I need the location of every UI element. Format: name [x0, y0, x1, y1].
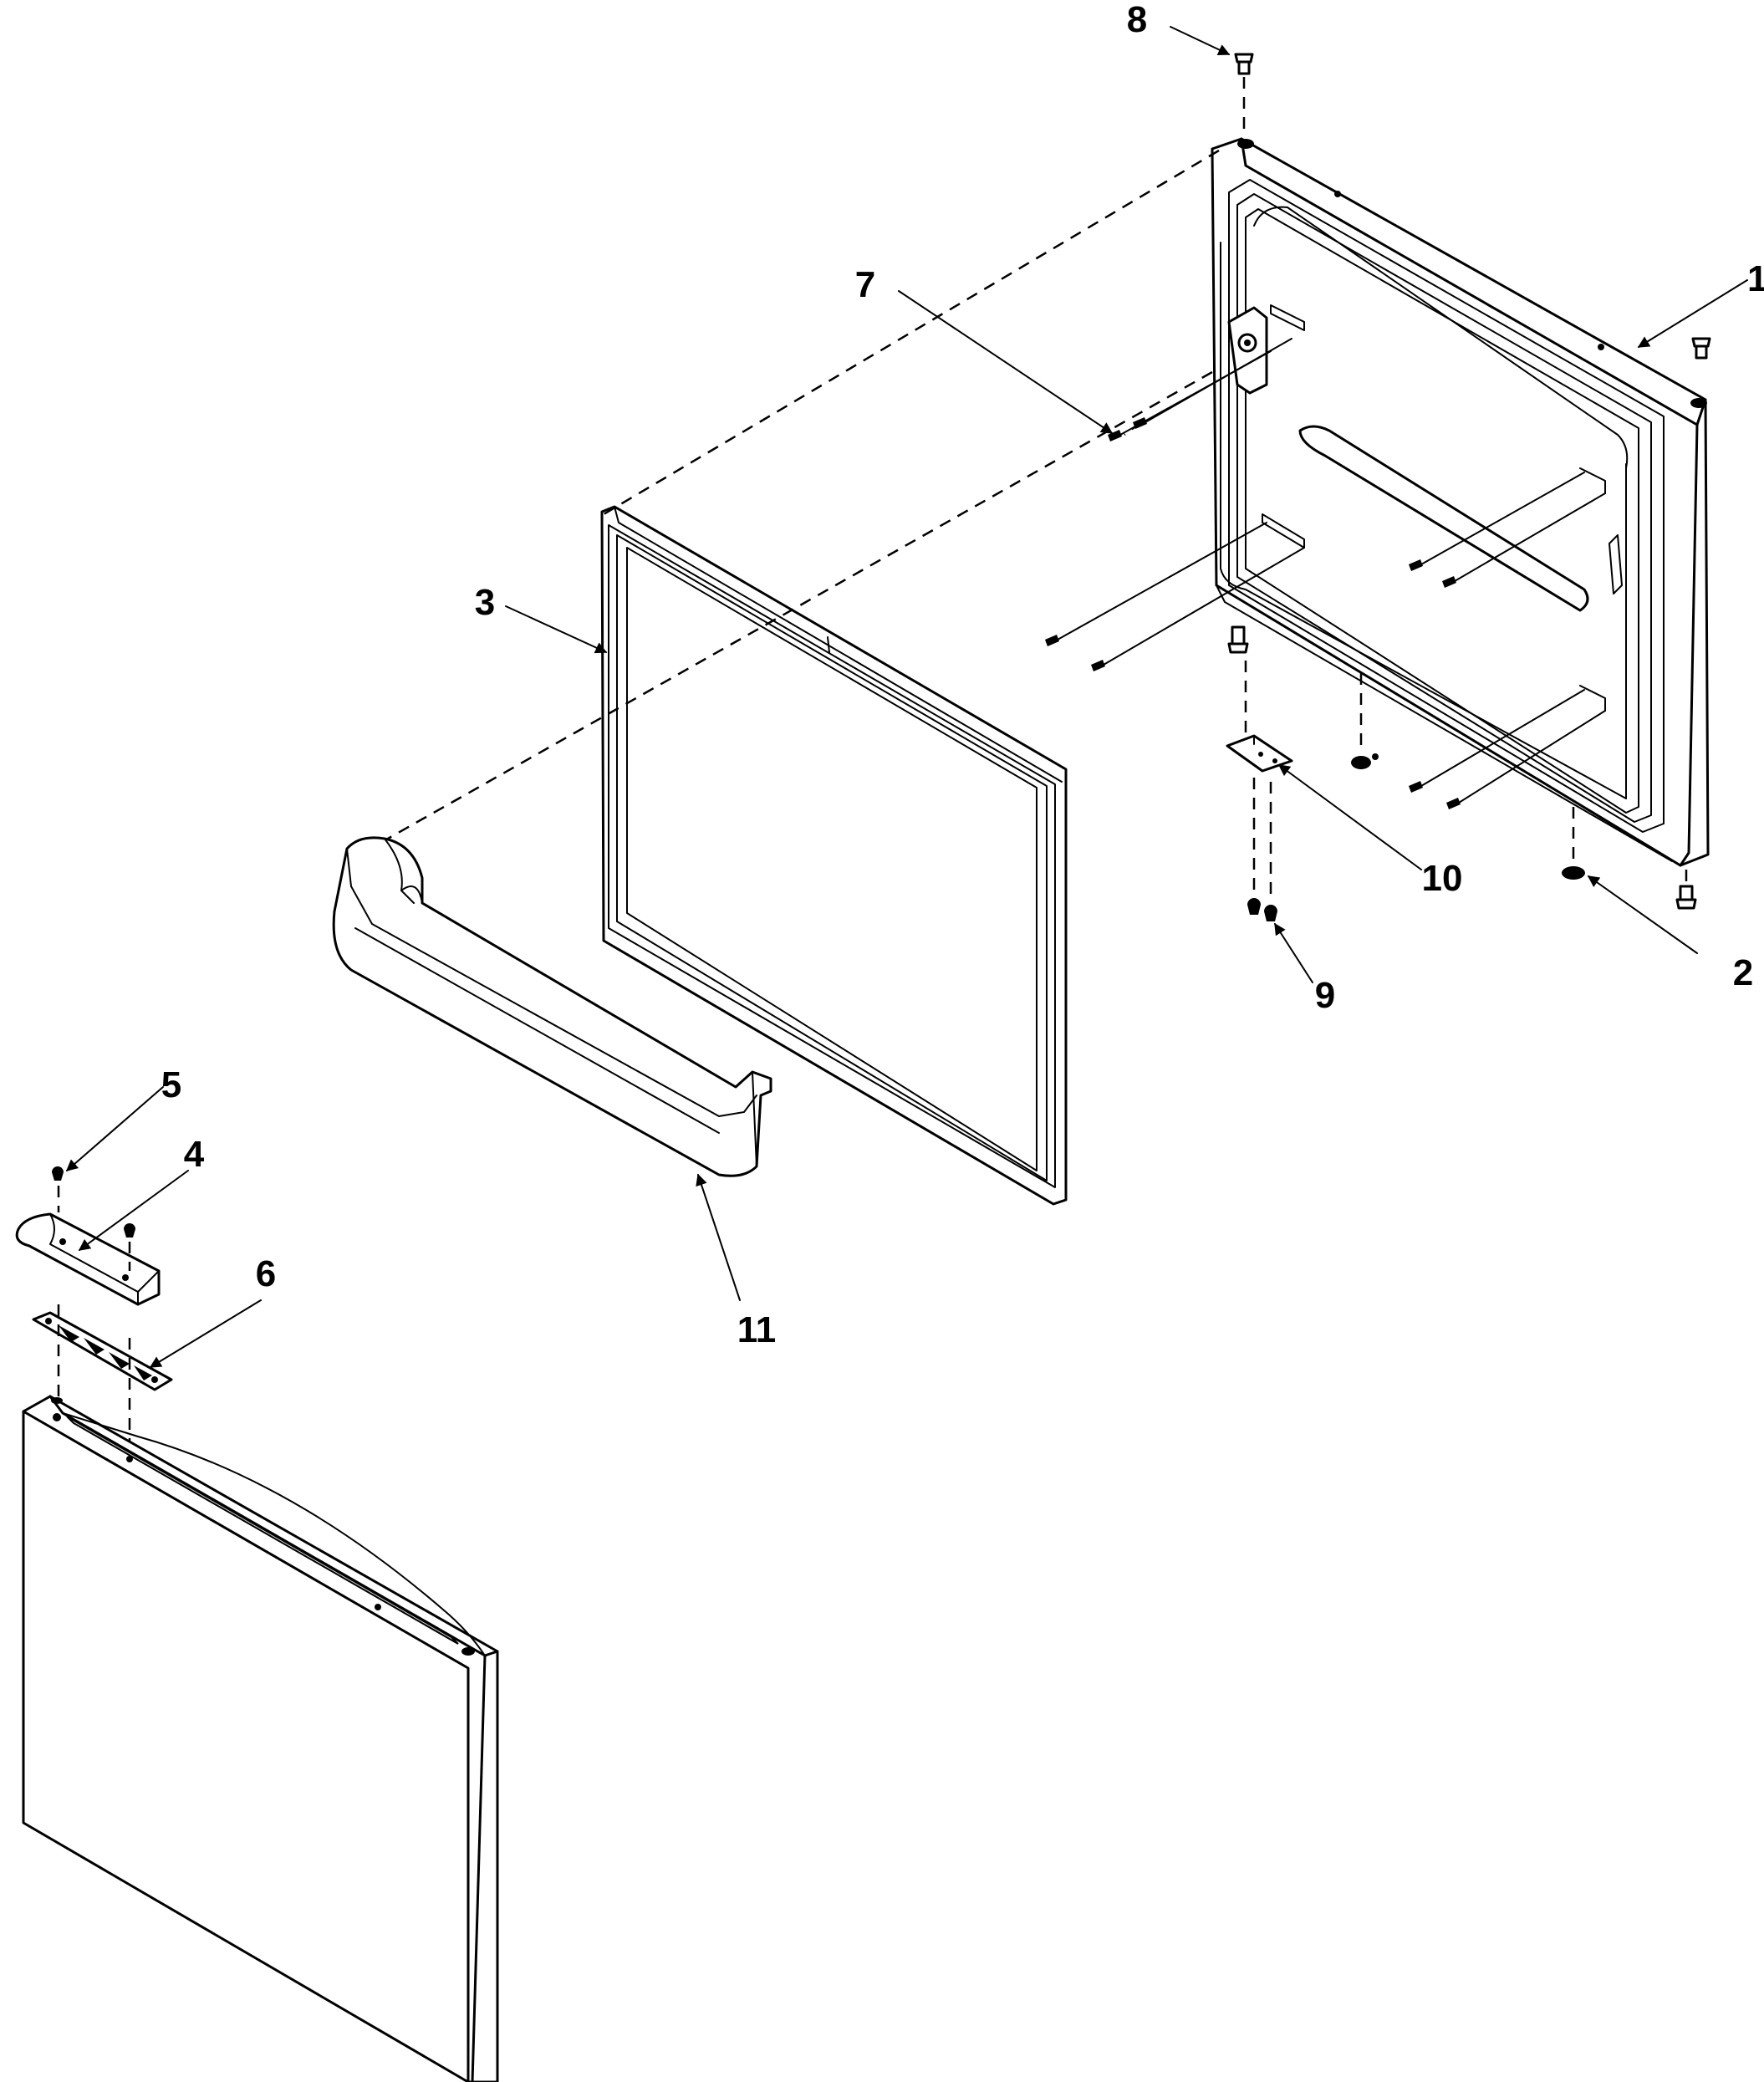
handle-part-4	[15, 1212, 161, 1306]
handle-screw-part-5	[52, 1166, 135, 1237]
callout-6: 6	[256, 1253, 276, 1294]
callout-4: 4	[184, 1134, 205, 1175]
hinge-cap-part-2	[1562, 866, 1585, 880]
callout-2: 2	[1733, 952, 1753, 993]
callout-8: 8	[1127, 0, 1147, 40]
callout-labels: 8 1 7 3 10 2 9 11 5 4 6	[161, 0, 1764, 1350]
door-panel	[22, 1395, 499, 2082]
callout-1: 1	[1747, 258, 1764, 299]
callout-10: 10	[1422, 858, 1463, 899]
handle-base-part-6	[32, 1311, 173, 1391]
screw-icon	[1691, 337, 1711, 360]
callout-11: 11	[737, 1309, 777, 1350]
callout-7: 7	[855, 264, 875, 305]
callout-9: 9	[1315, 975, 1335, 1016]
hinge-bracket-part-10	[1226, 734, 1293, 773]
door-stop-icon	[1351, 756, 1371, 769]
callout-5: 5	[161, 1064, 181, 1105]
door-bin-part-11	[332, 836, 772, 1177]
callout-3: 3	[475, 582, 495, 623]
screw-icon	[1675, 885, 1697, 910]
bracket-screws-part-9	[1247, 898, 1277, 921]
leader-lines	[65, 26, 1748, 1368]
hinge-pin-icon	[1227, 625, 1249, 654]
hinge-screw-part-8	[1234, 53, 1254, 75]
door-gasket-part-3	[600, 505, 1068, 1206]
